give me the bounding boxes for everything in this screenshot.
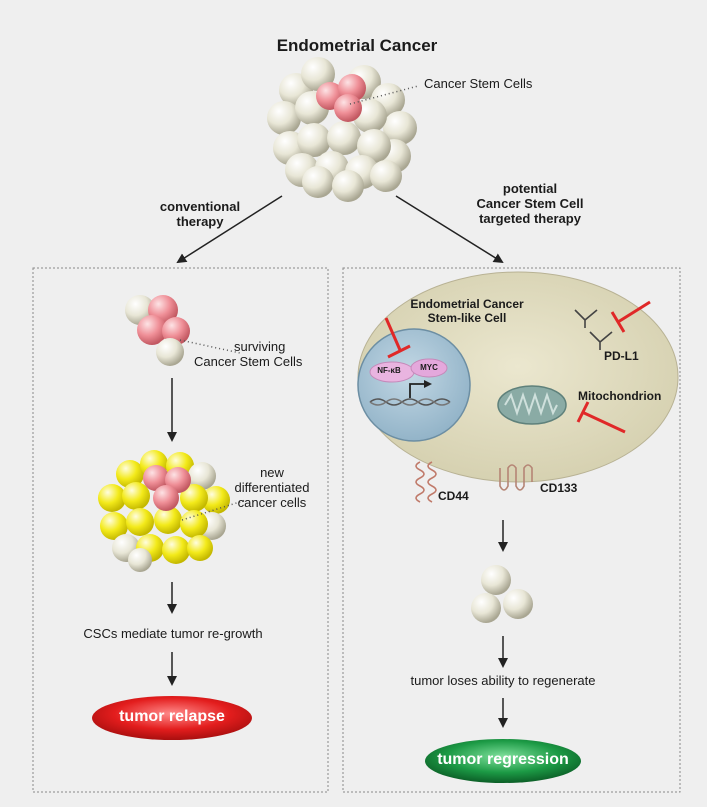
cd44-label: CD44 [438,489,469,503]
inhibitor-nucleus-icon [384,317,411,359]
stem-like-cell-label: Endometrial Cancer Stem-like Cell [410,297,524,325]
inhibitor-pdl1-icon [610,300,651,333]
dna-icon [369,398,451,406]
conventional-therapy-label: conventional therapy [159,199,241,229]
regression-label: tumor regression [437,751,569,768]
mitochondrion-label: Mitochondrion [578,389,662,403]
arrow-conventional [176,195,283,264]
myc-blob [410,358,448,378]
relapse-label: tumor relapse [119,708,225,725]
myc-label: MYC [420,363,438,372]
csc-label: Cancer Stem Cells [424,76,533,91]
regrowth-label: CSCs mediate tumor re-growth [83,626,263,641]
cd44-receptor-icon [415,461,437,503]
mitochondrion-icon [497,385,567,425]
conventional-panel [32,267,329,793]
targeted-panel [342,267,681,793]
targeted-therapy-label: potential Cancer Stem Cell targeted ther… [476,181,584,226]
stem-cell-top-3 [334,94,362,122]
diagram-title: Endometrial Cancer [276,36,438,55]
surviving-cluster [125,295,190,366]
loses-ability-label: tumor loses ability to regenerate [410,673,596,688]
arrow-targeted [395,195,504,264]
cd133-receptor-icon [499,464,533,491]
relapse-ellipse [92,696,252,740]
cd133-label: CD133 [540,481,578,495]
new-cells-label: new differentiated cancer cells [234,465,310,510]
relapse-tumor-cluster [98,450,230,572]
pdl1-label: PD-L1 [604,349,639,363]
surviving-label: surviving Cancer Stem Cells [194,339,303,369]
regression-ellipse [425,739,581,783]
nucleus [357,328,471,442]
residual-cluster [471,565,533,623]
transcription-arrow-icon [409,383,426,398]
inhibitor-mito-icon [576,401,626,434]
nfkb-label: NF-κB [377,366,401,375]
top-tumor-cluster [267,57,417,202]
pdl1-receptor-icon [574,309,613,350]
